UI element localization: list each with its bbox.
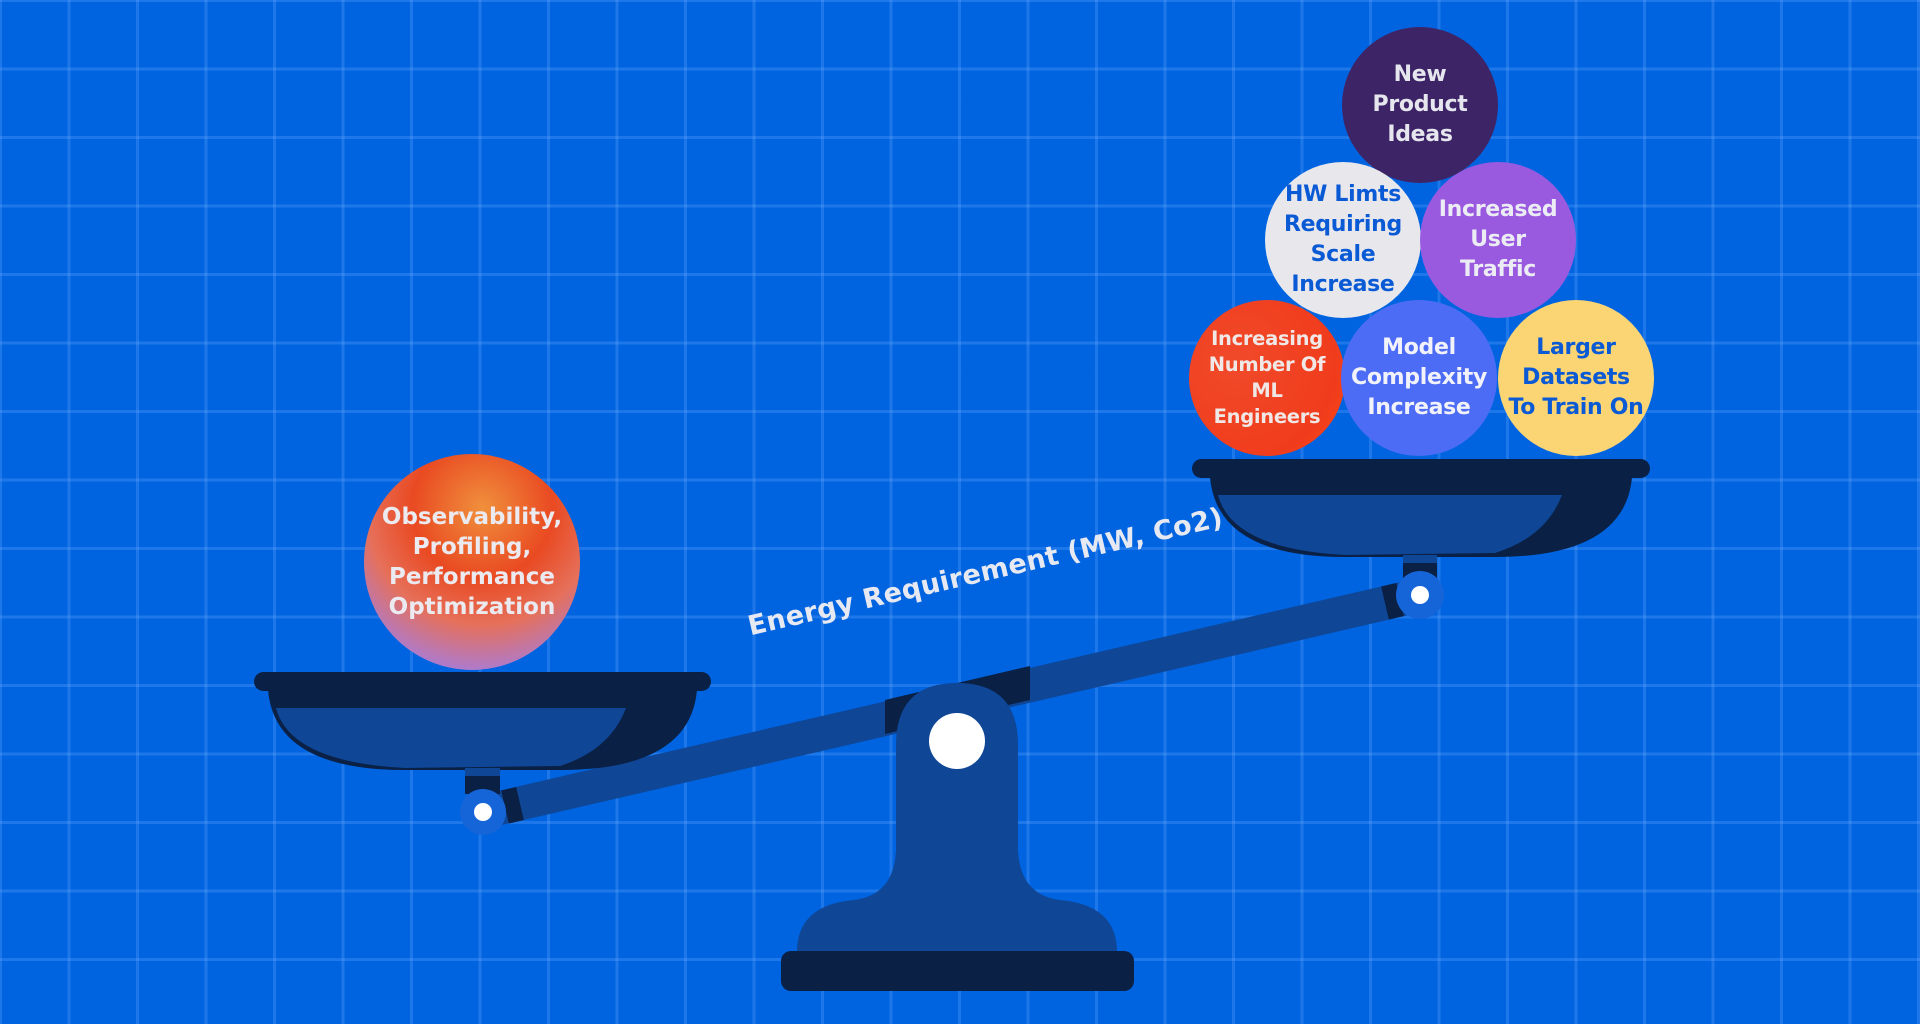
- ball-label: Increasing Number Of ML Engineers: [1208, 327, 1326, 428]
- ball-label: HW Limts Requiring Scale Increase: [1284, 182, 1402, 297]
- ball-new-product-ideas: New Product Ideas: [1342, 27, 1498, 183]
- ball-larger-datasets: Larger Datasets To Train On: [1498, 300, 1654, 456]
- left-pivot-dot: [474, 803, 492, 821]
- scale-base-plate: [781, 951, 1134, 991]
- ball-hw-limits: HW Limts Requiring Scale Increase: [1265, 162, 1421, 318]
- ball-label: Increased User Traffic: [1438, 197, 1558, 282]
- ball-increased-user-traffic: Increased User Traffic: [1420, 162, 1576, 318]
- ball-label: New Product Ideas: [1372, 62, 1468, 147]
- fulcrum-pivot-dot: [929, 713, 985, 769]
- ball-label: Larger Datasets To Train On: [1508, 335, 1644, 420]
- right-pan: [1192, 459, 1650, 619]
- left-pan: [254, 672, 711, 835]
- right-pivot-dot: [1411, 586, 1429, 604]
- scale-fulcrum: [781, 683, 1134, 991]
- ball-model-complexity: Model Complexity Increase: [1341, 300, 1497, 456]
- ball-ml-engineers: Increasing Number Of ML Engineers: [1189, 300, 1345, 456]
- ball-observability-profiling: Observability, Profiling, Performance Op…: [364, 454, 580, 670]
- ball-label: Observability, Profiling, Performance Op…: [381, 504, 563, 620]
- ball-label: Model Complexity Increase: [1351, 335, 1487, 420]
